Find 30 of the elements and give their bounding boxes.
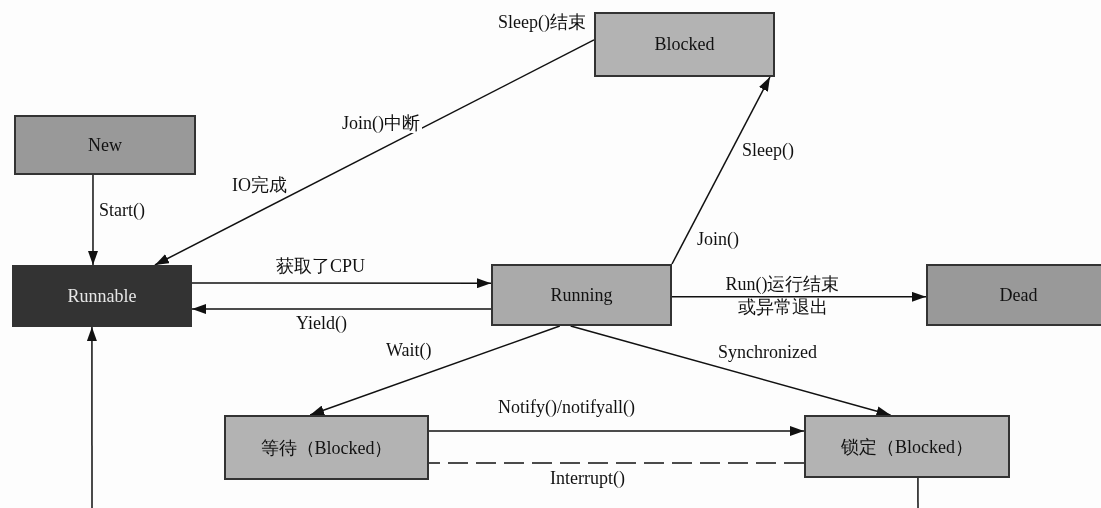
edge-label: Yield()	[294, 313, 349, 333]
edge-label: Sleep()结束	[496, 12, 588, 32]
state-box: New	[14, 115, 196, 175]
state-box: Runnable	[12, 265, 192, 327]
arrow	[309, 325, 561, 416]
arrow	[191, 304, 492, 314]
edge-label: Synchronized	[716, 342, 819, 362]
arrow	[88, 174, 98, 266]
transition-label: Join()中断	[340, 113, 422, 133]
arrow	[191, 278, 492, 289]
transition-label: IO完成	[230, 175, 289, 195]
arrow	[671, 291, 927, 302]
edge-label: Wait()	[384, 340, 434, 360]
arrow	[86, 326, 97, 508]
arrow	[428, 426, 805, 436]
edge-label: Run()运行结束或异常退出	[724, 273, 841, 319]
state-box: 等待（Blocked）	[224, 415, 429, 480]
arrow	[569, 325, 892, 417]
edge-label: Sleep()	[740, 140, 796, 160]
state-box: 锁定（Blocked）	[804, 415, 1010, 478]
edge-label: Notify()/notifyall()	[496, 397, 637, 417]
edge-label: Interrupt()	[548, 468, 627, 488]
state-box: Dead	[926, 264, 1101, 326]
arrow	[671, 76, 771, 265]
transition-label: Join()	[695, 229, 741, 249]
state-box: Running	[491, 264, 672, 326]
arrow	[154, 39, 595, 266]
edge-label: 获取了CPU	[274, 256, 367, 276]
state-box: Blocked	[594, 12, 775, 77]
edge-label: Start()	[97, 200, 147, 220]
